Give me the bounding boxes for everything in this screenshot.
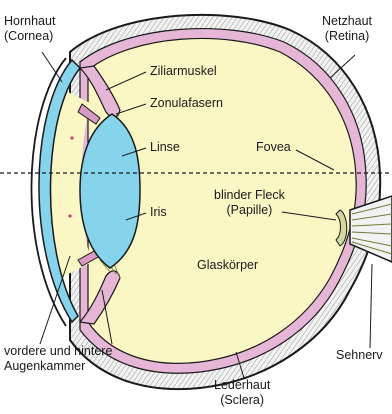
- label-eye-chambers-line2: Augenkammer: [4, 359, 112, 374]
- label-sclera-line2: (Sclera): [214, 393, 270, 408]
- label-cornea-line1: Hornhaut: [4, 14, 55, 29]
- label-ciliary-muscle: Ziliarmuskel: [150, 64, 217, 79]
- label-blind-spot: blinder Fleck (Papille): [214, 188, 285, 218]
- label-fovea: Fovea: [256, 140, 291, 155]
- label-sclera-line1: Lederhaut: [214, 378, 270, 393]
- label-zonular-fibers: Zonulafasern: [150, 96, 223, 111]
- label-vitreous-body: Glaskörper: [197, 258, 258, 273]
- label-iris: Iris: [150, 205, 167, 220]
- label-lens: Linse: [150, 140, 180, 155]
- label-cornea-line2: (Cornea): [4, 29, 55, 44]
- label-sclera: Lederhaut (Sclera): [214, 378, 270, 408]
- label-optic-nerve: Sehnerv: [336, 348, 383, 363]
- label-retina-line1: Netzhaut: [322, 14, 372, 29]
- label-blind-spot-line2: (Papille): [214, 203, 285, 218]
- label-cornea: Hornhaut (Cornea): [4, 14, 55, 44]
- label-blind-spot-line1: blinder Fleck: [214, 188, 285, 203]
- label-retina-line2: (Retina): [322, 29, 372, 44]
- chamber-marker-upper: [70, 136, 73, 139]
- label-eye-chambers: vordere und hintere Augenkammer: [4, 344, 112, 374]
- label-eye-chambers-line1: vordere und hintere: [4, 344, 112, 359]
- chamber-marker-lower: [68, 214, 71, 217]
- label-retina: Netzhaut (Retina): [322, 14, 372, 44]
